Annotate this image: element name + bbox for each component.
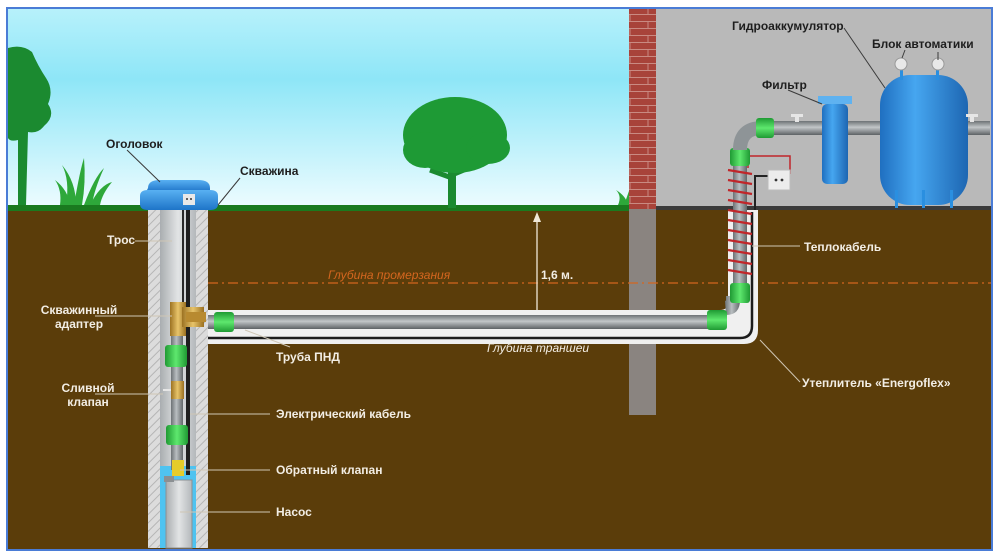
well-wall-right: [196, 210, 208, 548]
well-adapter: [170, 302, 206, 336]
label-depth-value: 1,6 м.: [541, 268, 574, 282]
hydro-accumulator: [880, 57, 968, 208]
frame-border: [6, 7, 993, 551]
label-well: Скважина: [240, 164, 299, 178]
trench-fitting-left: [214, 312, 234, 332]
power-socket: [767, 169, 791, 191]
grass-tuft-small: [616, 188, 630, 205]
grass-line: [8, 205, 630, 211]
well-wall-left: [148, 210, 160, 548]
label-electric-cable: Электрический кабель: [276, 407, 411, 421]
grass-tuft: [55, 158, 112, 205]
hdpe-pipe: [208, 315, 726, 329]
rope-line: [182, 210, 184, 310]
label-trench-depth: Глубина траншеи: [487, 341, 590, 355]
socket-hole: [774, 178, 778, 182]
label-automation-unit: Блок автоматики: [872, 37, 974, 51]
label-rope: Трос: [107, 233, 136, 247]
electric-cable-line: [186, 210, 190, 475]
leader-lines-dark: [126, 27, 939, 206]
label-heating-cable: Теплокабель: [804, 240, 882, 254]
label-check-valve: Обратный клапан: [276, 463, 383, 477]
drain-valve: [163, 381, 184, 399]
house-floor-line: [656, 206, 991, 210]
leader-lines: [95, 240, 801, 513]
label-well-adapter: Скважинный адаптер: [36, 303, 122, 331]
check-valve: [172, 460, 184, 476]
energoflex-insulation: [208, 210, 758, 344]
label-filter: Фильтр: [762, 78, 807, 92]
label-well-adapter-line1: Скважинный: [40, 303, 118, 317]
sky: [8, 9, 630, 209]
heat-cable-lead: [754, 175, 770, 210]
water-filter: [818, 96, 852, 184]
socket-hole: [780, 178, 784, 182]
trench-fitting-right: [707, 310, 727, 330]
wellhead-cap: [140, 180, 218, 210]
pump-cap: [164, 476, 174, 482]
label-drain-valve: Сливной клапан: [58, 381, 118, 409]
heat-cable-return: [208, 212, 754, 340]
label-wellhead: Оголовок: [106, 137, 163, 151]
label-drain-valve-line1: Сливной: [61, 381, 115, 395]
center-tree: [403, 97, 510, 208]
pump: [165, 479, 193, 549]
label-accumulator: Гидроаккумулятор: [732, 19, 844, 33]
riser-fitting-upper: [730, 148, 750, 166]
left-tree: [8, 46, 52, 205]
label-drain-valve-line2: клапан: [67, 395, 109, 409]
valve-tap: [791, 114, 803, 122]
outlet-valve: [966, 114, 978, 122]
label-hdpe-pipe: Труба ПНД: [276, 350, 340, 364]
well-fitting-upper: [165, 345, 187, 367]
indoor-fitting: [756, 118, 774, 138]
label-insulation: Утеплитель «Energoflex»: [802, 376, 951, 390]
brick-wall: [629, 9, 656, 209]
label-pump: Насос: [276, 505, 312, 519]
label-freezing-depth: Глубина промерзания: [328, 268, 451, 282]
well-fitting-lower: [166, 425, 188, 445]
riser-fitting-lower: [730, 283, 750, 303]
label-well-adapter-line2: адаптер: [54, 317, 104, 331]
